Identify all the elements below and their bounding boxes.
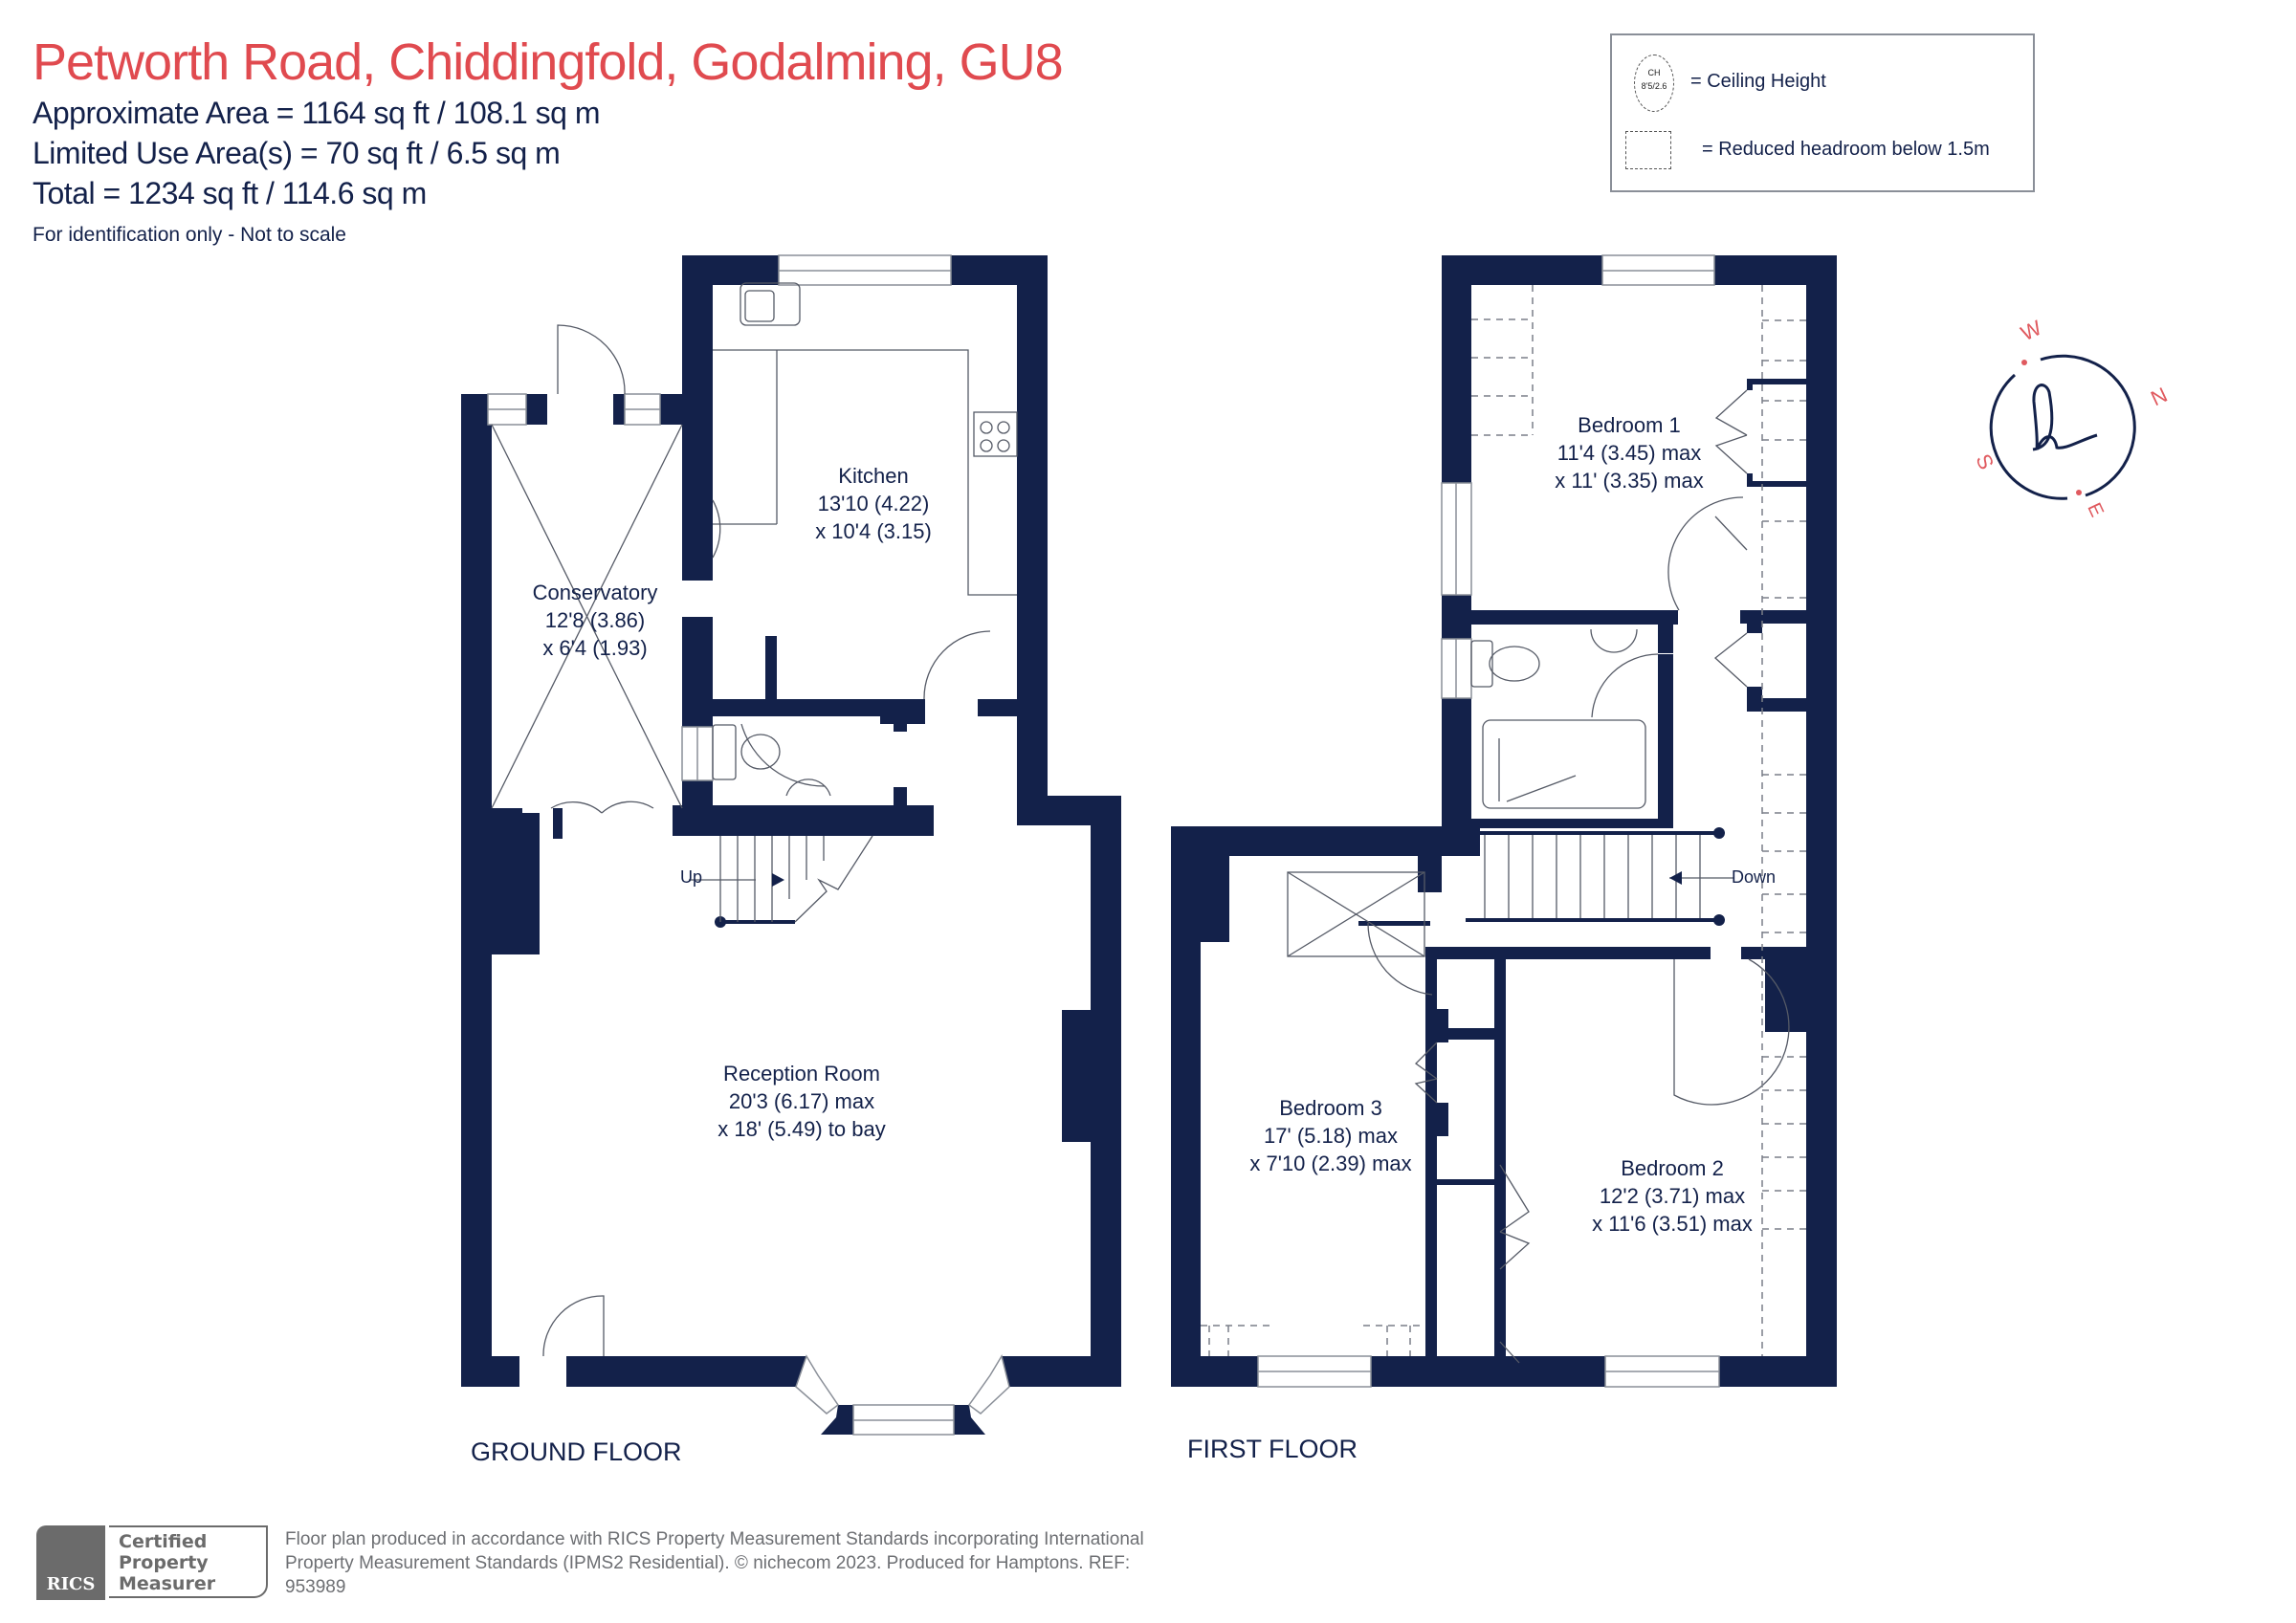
- ground-floor-label: GROUND FLOOR: [471, 1437, 682, 1466]
- rics-short-label: RICS: [46, 1574, 96, 1594]
- total-area: Total = 1234 sq ft / 114.6 sq m: [33, 176, 427, 210]
- fixtures: [491, 282, 1790, 1364]
- reduced-headroom-label: = Reduced headroom below 1.5m: [1702, 139, 1990, 160]
- ceiling-symbol-line1: CH: [1647, 68, 1661, 77]
- compass-icon: [1989, 354, 2136, 500]
- up-arrow-icon: [772, 873, 784, 887]
- property-title: Petworth Road, Chiddingfold, Godalming, …: [33, 33, 1064, 91]
- room-label-bedroom-2: Bedroom 2 12'2 (3.71) max x 11'6 (3.51) …: [1592, 1156, 1753, 1236]
- room-label-reception: Reception Room 20'3 (6.17) max x 18' (5.…: [718, 1062, 886, 1141]
- room-label-kitchen: Kitchen 13'10 (4.22) x 10'4 (3.15): [815, 464, 932, 543]
- limited-use-area: Limited Use Area(s) = 70 sq ft / 6.5 sq …: [33, 136, 561, 170]
- walls: [461, 255, 1837, 1435]
- badge-line-2: Property: [119, 1552, 209, 1573]
- certified-measurer-box: Certified Property Measurer: [109, 1525, 268, 1598]
- rics-lion-icon: RICS: [36, 1525, 105, 1600]
- legend-box: CH 8'5/2.6 = Ceiling Height = Reduced he…: [1610, 33, 2035, 192]
- room-label-bedroom-3: Bedroom 3 17' (5.18) max x 7'10 (2.39) m…: [1249, 1096, 1412, 1175]
- footer-disclaimer: Floor plan produced in accordance with R…: [285, 1529, 1144, 1597]
- ceiling-symbol-line2: 8'5/2.6: [1641, 81, 1667, 91]
- scale-disclaimer: For identification only - Not to scale: [33, 224, 346, 246]
- rics-badge: RICS Certified Property Measurer: [36, 1525, 270, 1600]
- windows: [487, 254, 1720, 1436]
- room-label-bedroom-1: Bedroom 1 11'4 (3.45) max x 11' (3.35) m…: [1555, 413, 1704, 493]
- stairs-down-label: Down: [1732, 867, 1777, 887]
- reduced-headroom-zones: [1201, 285, 1806, 1356]
- down-arrow-icon: [1669, 871, 1682, 885]
- approximate-area: Approximate Area = 1164 sq ft / 108.1 sq…: [33, 96, 600, 130]
- ceiling-height-label: = Ceiling Height: [1690, 71, 1826, 92]
- reduced-headroom-icon: [1625, 131, 1671, 169]
- room-label-conservatory: Conservatory 12'8 (3.86) x 6'4 (1.93): [532, 581, 658, 660]
- badge-line-1: Certified: [119, 1531, 208, 1552]
- ceiling-height-icon: CH 8'5/2.6: [1634, 55, 1674, 112]
- first-floor-label: FIRST FLOOR: [1187, 1435, 1358, 1463]
- badge-line-3: Measurer: [119, 1573, 216, 1594]
- stairs-up-label: Up: [680, 867, 703, 887]
